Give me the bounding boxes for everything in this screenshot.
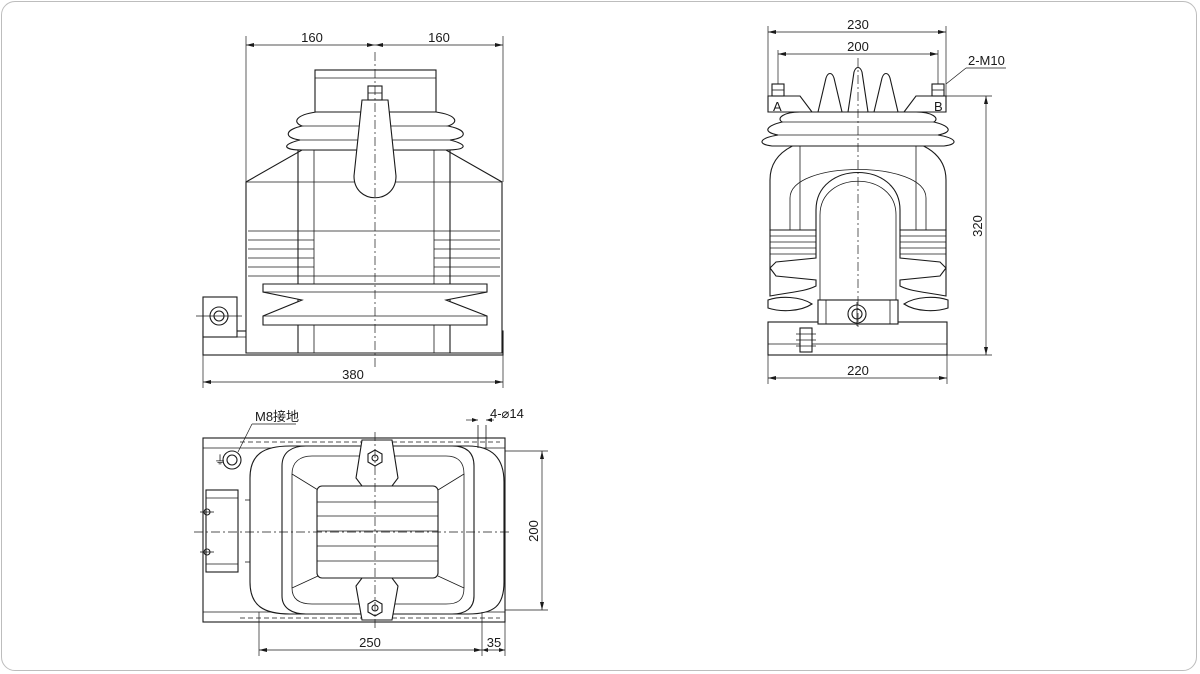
plan-label-mounting-holes: 4-⌀14 [490, 406, 524, 421]
side-dim-base-width: 220 [847, 363, 869, 378]
side-dim-height: 320 [970, 215, 985, 237]
plan-side-clamp [205, 489, 239, 573]
plan-dim-depth: 200 [526, 520, 541, 542]
plan-dim-hole-spacing: 250 [359, 635, 381, 650]
side-fin-left [817, 72, 843, 113]
side-lower-right-sheds [899, 229, 947, 297]
front-lower-flange [262, 283, 488, 326]
side-view: 230 200 2-M10 A B 320 220 [761, 17, 1006, 384]
side-shoulder-b [902, 95, 947, 113]
side-label-terminal-thread: 2-M10 [968, 53, 1005, 68]
front-dim-left-half: 160 [301, 30, 323, 45]
front-primary-terminal [353, 99, 397, 199]
plan-terminal-bottom [355, 577, 399, 621]
plan-view: ⏚ [194, 406, 548, 656]
side-base-plate [767, 321, 948, 356]
plan-ground-bolt [222, 450, 242, 470]
front-view: 160 160 380 [196, 30, 504, 388]
plan-terminal-top [355, 439, 399, 487]
side-terminal-a-label: A [773, 99, 782, 114]
plan-label-ground-bolt: M8接地 [255, 409, 299, 424]
side-dim-top-width: 230 [847, 17, 869, 32]
side-terminal-b-label: B [934, 99, 943, 114]
ground-symbol-icon: ⏚ [214, 453, 226, 467]
front-core-ribs [248, 230, 500, 277]
side-dim-terminal-spacing: 200 [847, 39, 869, 54]
side-fin-center [847, 66, 869, 113]
side-lower-left-sheds [769, 229, 817, 297]
plan-dim-edge-offset: 35 [487, 635, 501, 650]
side-fin-right [873, 72, 899, 113]
front-dim-base-width: 380 [342, 367, 364, 382]
front-ground-lug [202, 296, 238, 338]
front-dim-right-half: 160 [428, 30, 450, 45]
side-shoulder-a [767, 95, 814, 113]
side-coil-ribs [770, 235, 946, 255]
